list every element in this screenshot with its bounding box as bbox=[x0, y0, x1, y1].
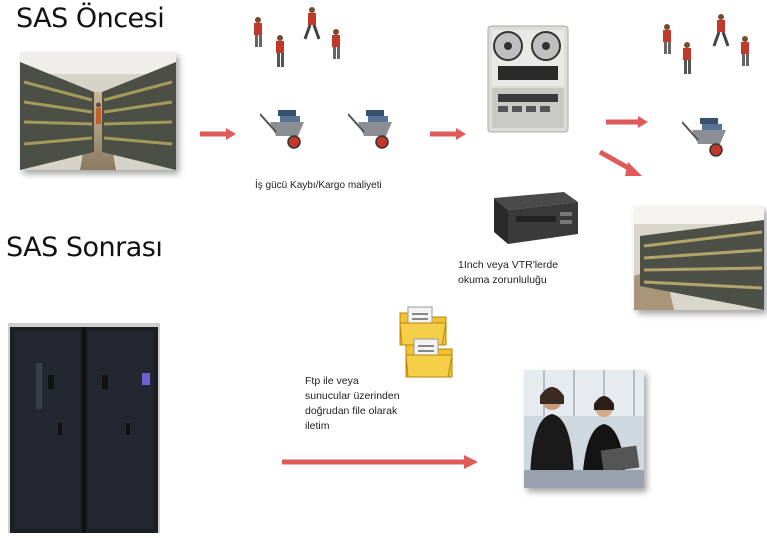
wheelbarrow-icon bbox=[348, 110, 392, 149]
vtr-caption-line2: okuma zorunluluğu bbox=[458, 274, 547, 286]
ftp-caption-line2: sunucular üzerinden bbox=[305, 390, 400, 402]
arrow-right-long bbox=[282, 455, 478, 469]
title-after: SAS Sonrası bbox=[6, 232, 163, 263]
office-workers-image bbox=[524, 370, 644, 488]
archive-shelves-image bbox=[634, 206, 764, 310]
title-before: SAS Öncesi bbox=[16, 3, 165, 34]
vtr-deck-image bbox=[494, 192, 578, 244]
people-group-after-tape bbox=[660, 12, 760, 92]
archive-shelves-image bbox=[20, 52, 176, 170]
folder-icon bbox=[399, 306, 447, 346]
vtr-caption-line1: 1Inch veya VTR'lerde bbox=[458, 259, 559, 271]
ftp-caption-line4: iletim bbox=[305, 420, 330, 432]
ftp-caption-line1: Ftp ile veya bbox=[305, 375, 359, 387]
people-icon bbox=[254, 7, 340, 67]
arrow-right-1 bbox=[200, 128, 236, 140]
tape-machine-image bbox=[484, 22, 572, 138]
folder-icon bbox=[405, 338, 453, 378]
arrow-diagonal bbox=[598, 149, 642, 176]
vtr-caption: 1Inch veya VTR'lerde okuma zorunluluğu bbox=[458, 258, 558, 288]
wheelbarrow-icon bbox=[682, 118, 726, 157]
arrow-right-2 bbox=[430, 128, 466, 140]
ftp-caption: Ftp ile veya sunucular üzerinden doğruda… bbox=[305, 374, 400, 434]
server-rack-image bbox=[8, 323, 160, 533]
people-group-before bbox=[245, 5, 355, 85]
wheelbarrow-icon bbox=[260, 110, 304, 149]
arrow-right-3 bbox=[606, 116, 648, 128]
ftp-caption-line3: doğrudan file olarak bbox=[305, 405, 398, 417]
labor-cost-caption: İş gücü Kaybı/Kargo maliyeti bbox=[255, 180, 382, 191]
